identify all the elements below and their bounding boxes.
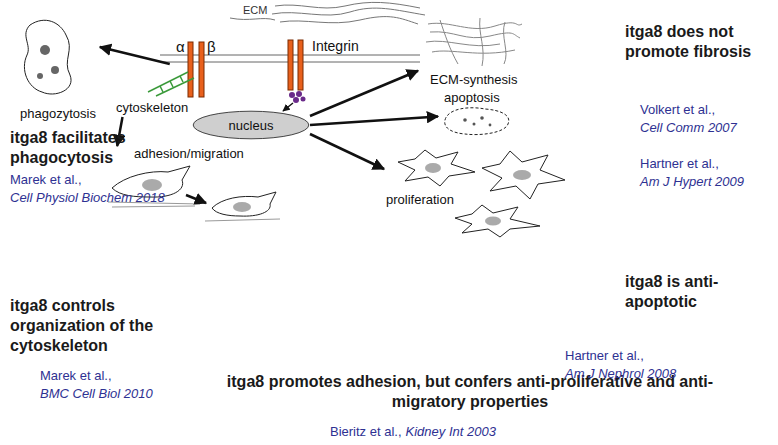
node-label: nucleus bbox=[229, 118, 274, 133]
ecm-synthesis-fibres bbox=[426, 18, 522, 66]
signal-dots bbox=[289, 91, 306, 103]
apoptotic-cell: apoptosis bbox=[438, 90, 518, 138]
effect-arrow bbox=[100, 47, 170, 64]
integrin-label: Integrin bbox=[312, 38, 359, 55]
citation-author: Hartner et al., bbox=[565, 348, 644, 364]
citation-author: Marek et al., bbox=[10, 172, 82, 188]
node-label: adhesion/migration bbox=[134, 146, 244, 161]
citation-journal: Cell Comm 2007 bbox=[640, 120, 737, 136]
citation-journal: Am J Nephrol 2008 bbox=[565, 366, 676, 382]
citation-journal: Kidney Int 2003 bbox=[406, 424, 496, 440]
node-label: phagozytosis bbox=[20, 106, 96, 121]
proliferating-cells: proliferation bbox=[384, 146, 569, 238]
cytoskeleton-fibres bbox=[148, 72, 194, 96]
node-label: proliferation bbox=[386, 192, 454, 207]
ecm-synthesis: ECM-synthesis bbox=[418, 16, 528, 89]
apoptotic-cell bbox=[445, 108, 509, 135]
integrin-bars bbox=[188, 40, 303, 97]
citation-author: Hartner et al., bbox=[640, 156, 719, 172]
citation-author: Marek et al., bbox=[40, 368, 112, 384]
citation-journal: Cell Physiol Biochem 2018 bbox=[10, 190, 165, 206]
finding-heading: itga8 is anti-apoptotic bbox=[625, 272, 775, 312]
node-label: ECM-synthesis bbox=[430, 72, 517, 87]
citation-author: Volkert et al., bbox=[640, 102, 715, 118]
ecm-label: ECM bbox=[243, 4, 267, 17]
migration-cells: adhesion/migration bbox=[104, 146, 269, 218]
node-label: apoptosis bbox=[444, 90, 500, 105]
phagocytosis-cell: phagozytosis bbox=[16, 14, 100, 124]
effect-arrow bbox=[310, 71, 418, 116]
signal-arrow bbox=[283, 103, 293, 111]
finding-heading: itga8 controls organization of the cytos… bbox=[10, 296, 190, 356]
citation-author: Bieritz et al., bbox=[330, 424, 402, 440]
nucleus-ellipse: nucleus bbox=[192, 110, 310, 140]
cytoskeleton-label: cytoskeleton bbox=[112, 64, 217, 117]
finding-heading: itga8 does not promote fibrosis bbox=[625, 22, 760, 62]
node-label: cytoskeleton bbox=[116, 100, 188, 115]
finding-heading: itga8 facilitates phagocytosis bbox=[10, 128, 175, 168]
effect-arrow bbox=[310, 116, 438, 125]
alpha-label: α bbox=[176, 38, 185, 56]
ecm-fibres bbox=[230, 2, 425, 24]
citation-journal: BMC Cell Biol 2010 bbox=[40, 386, 153, 402]
phagocyte-cell bbox=[24, 20, 71, 94]
effect-arrow bbox=[310, 134, 384, 169]
beta-label: β bbox=[207, 38, 216, 56]
citation-journal: Am J Hypert 2009 bbox=[640, 174, 744, 190]
